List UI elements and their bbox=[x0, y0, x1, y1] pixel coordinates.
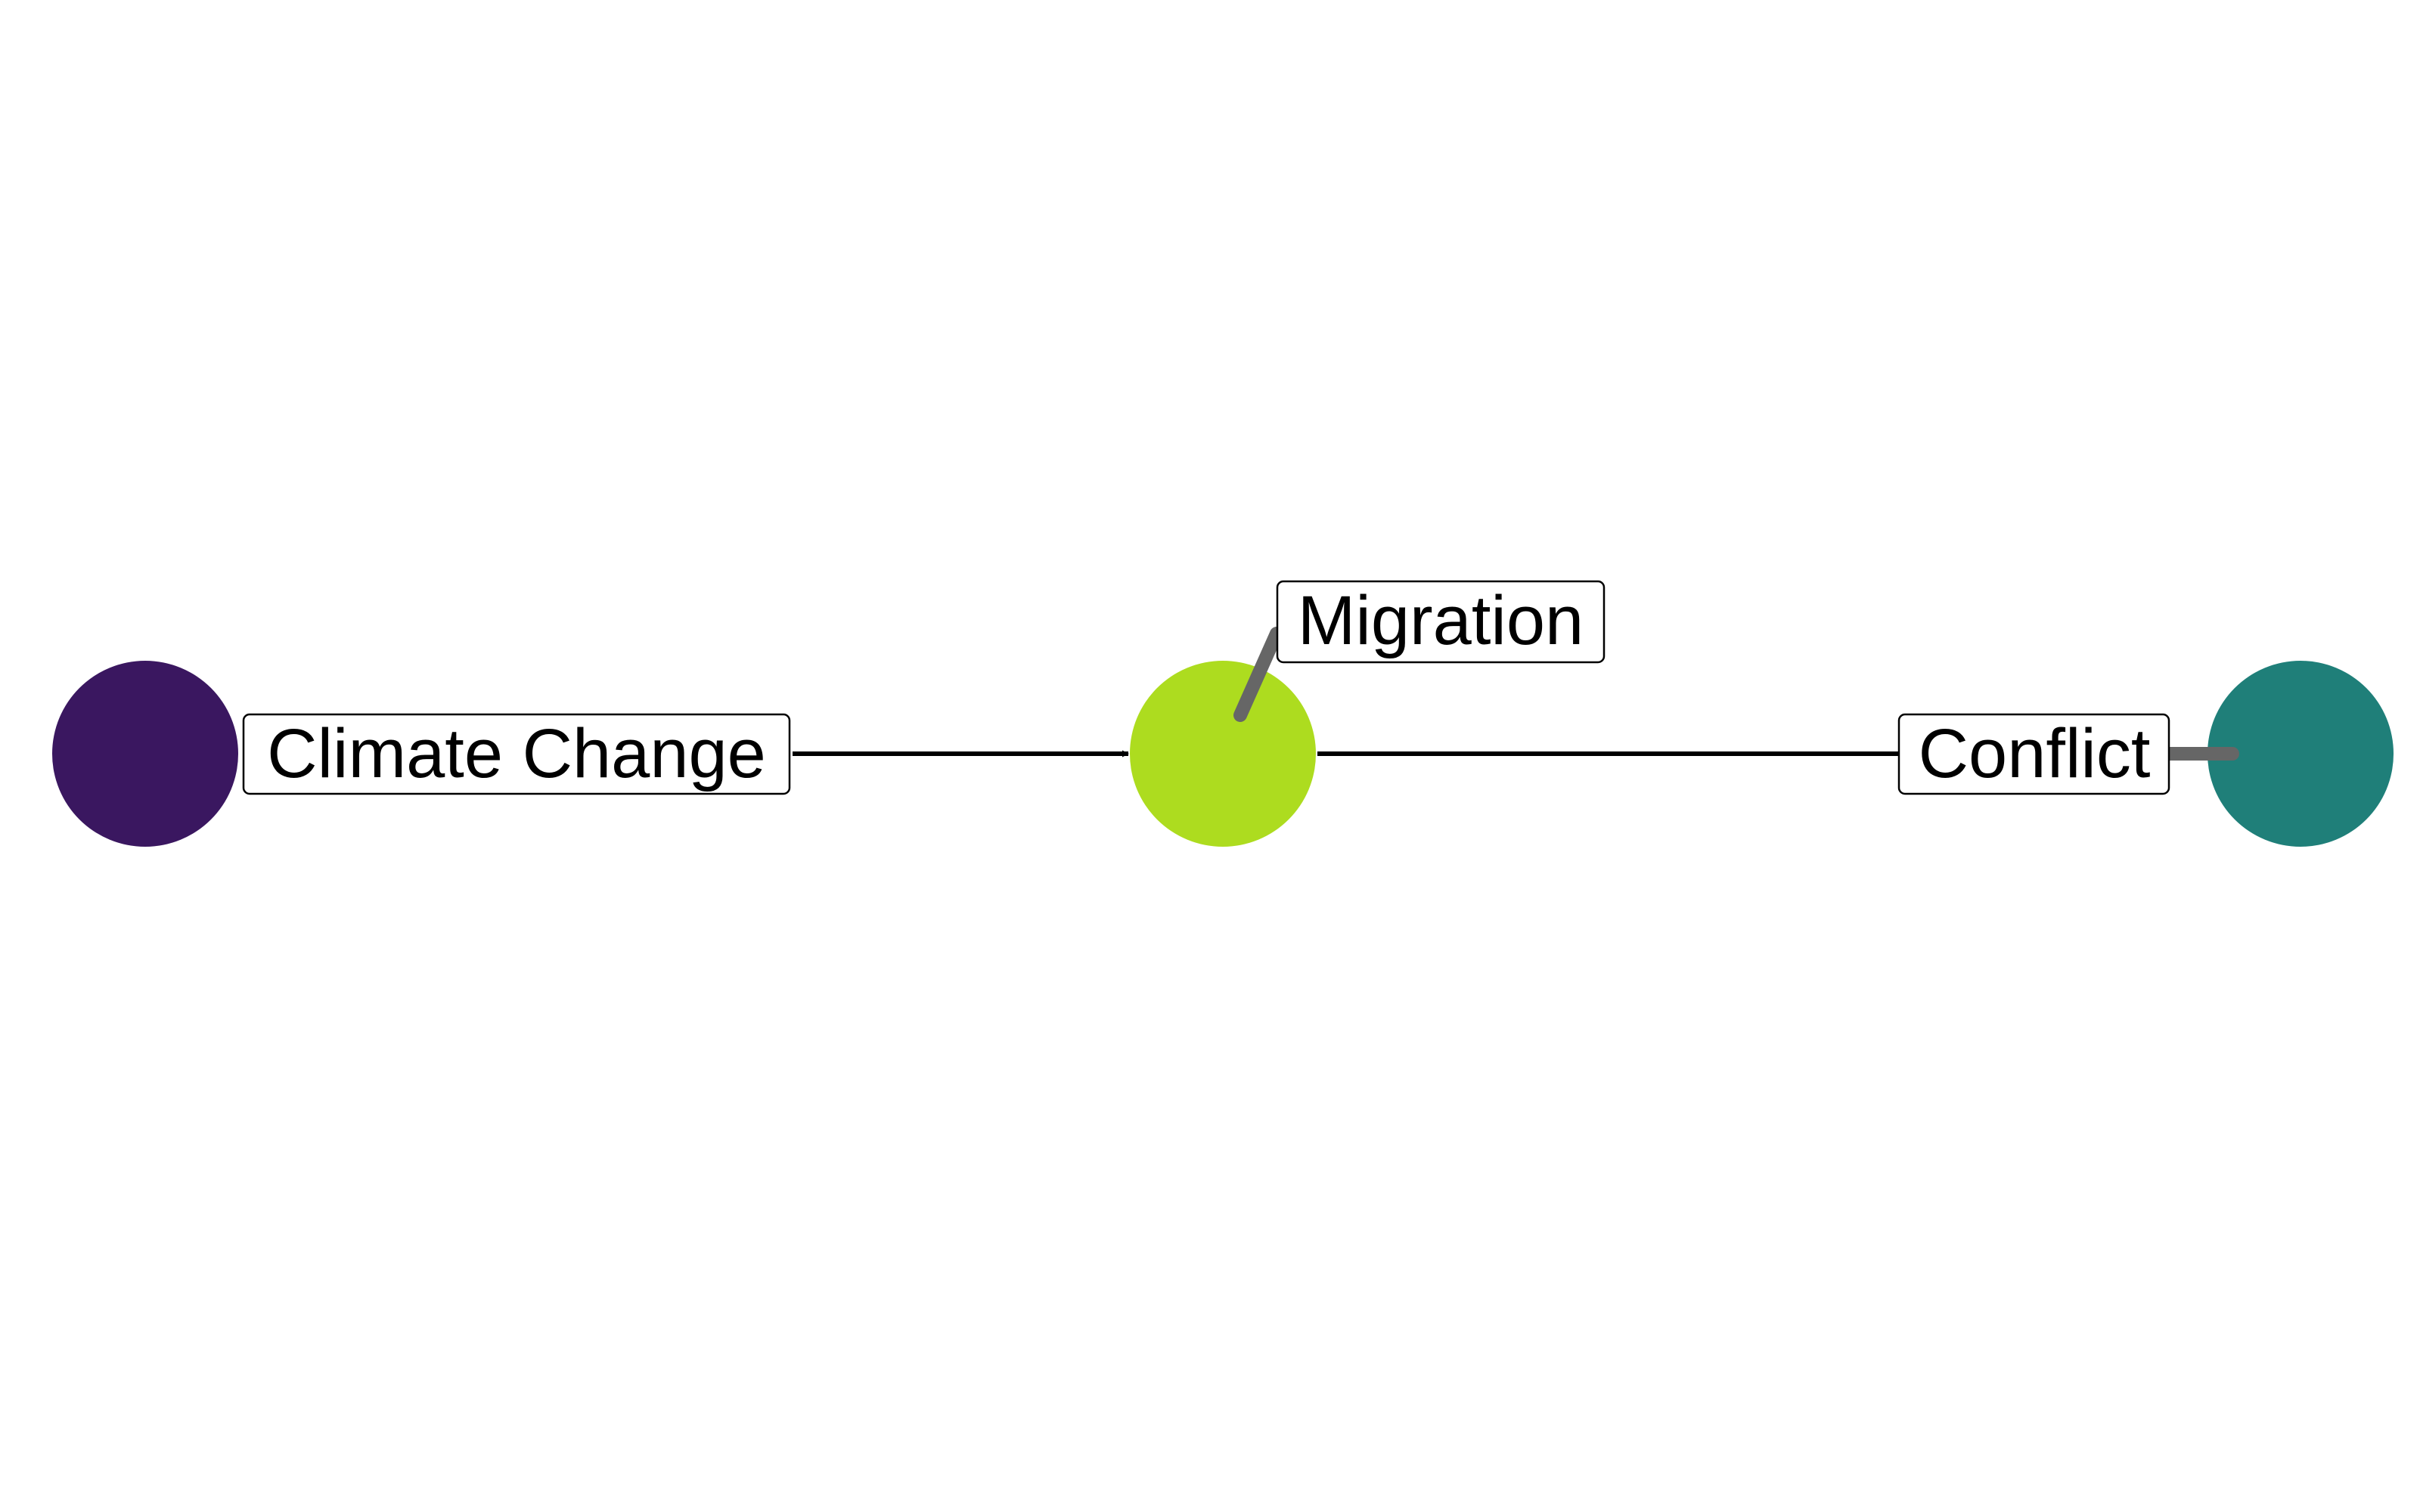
label-migration: Migration bbox=[1276, 580, 1606, 664]
labels: Climate Change Migration Conflict bbox=[242, 580, 2170, 795]
label-climate-change: Climate Change bbox=[242, 713, 791, 795]
label-text-migration: Migration bbox=[1298, 582, 1584, 659]
leader-migration bbox=[1233, 627, 1283, 722]
label-text-conflict: Conflict bbox=[1919, 715, 2151, 792]
node-migration[interactable] bbox=[1130, 661, 1316, 847]
node-climate-change[interactable] bbox=[52, 661, 238, 847]
label-box-migration bbox=[1276, 580, 1606, 664]
label-text-climate-change: Climate Change bbox=[267, 715, 766, 792]
node-conflict[interactable] bbox=[2207, 661, 2394, 847]
nodes bbox=[52, 661, 2394, 847]
label-conflict: Conflict bbox=[1897, 713, 2170, 795]
label-box-climate-change bbox=[242, 713, 791, 795]
label-box-conflict bbox=[1897, 713, 2170, 795]
label-leaders bbox=[1233, 627, 2239, 761]
